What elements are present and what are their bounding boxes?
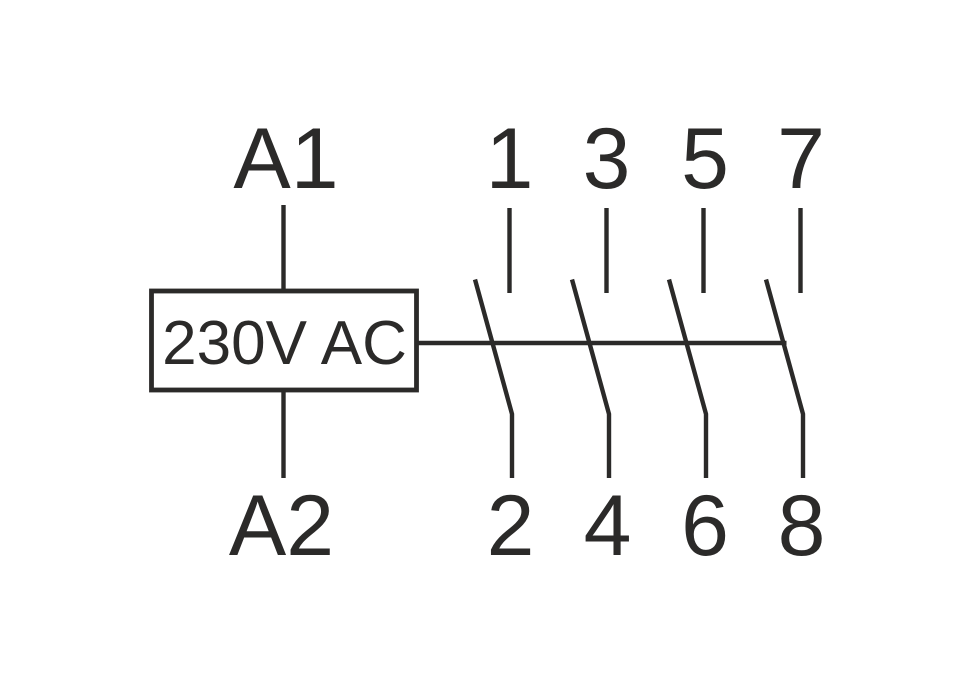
contact-pole-1 xyxy=(472,208,515,478)
contact-pole-3 xyxy=(666,208,709,478)
contact-3-switch-blade xyxy=(666,278,709,478)
contact-2-bottom-terminal-label: 4 xyxy=(584,478,632,574)
coil-voltage-label: 230V AC xyxy=(162,309,407,378)
contact-1-bottom-terminal-label: 2 xyxy=(487,478,535,574)
contact-3-top-terminal-label: 5 xyxy=(681,111,729,207)
coil-terminal-a1-label: A1 xyxy=(233,111,338,207)
contact-4-bottom-terminal-label: 8 xyxy=(778,478,826,574)
contact-3-bottom-terminal-label: 6 xyxy=(681,478,729,574)
diagram-lines xyxy=(149,205,806,478)
contact-4-switch-blade xyxy=(763,278,806,478)
contact-pole-4 xyxy=(763,208,806,478)
coil-terminal-a2-label: A2 xyxy=(229,478,334,574)
contact-1-switch-blade xyxy=(472,278,515,478)
contact-2-top-terminal-label: 3 xyxy=(583,111,631,207)
contact-1-top-terminal-label: 1 xyxy=(486,111,534,207)
diagram-labels: A1 230V AC A2 1 3 5 7 2 4 6 8 xyxy=(162,111,825,574)
contact-pole-2 xyxy=(569,208,612,478)
contact-2-switch-blade xyxy=(569,278,612,478)
contact-4-top-terminal-label: 7 xyxy=(777,111,825,207)
